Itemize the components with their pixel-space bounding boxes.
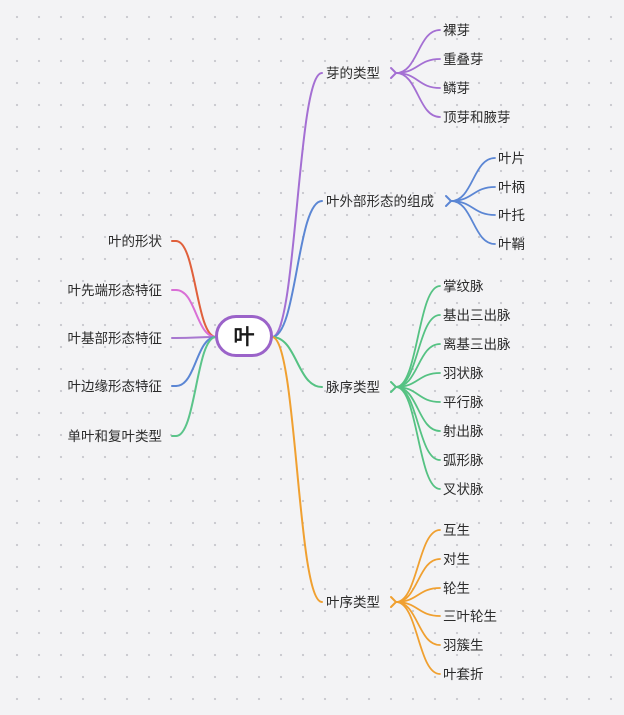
branch-hub-mark (390, 381, 398, 393)
leaf-node[interactable]: 离基三出脉 (443, 337, 511, 353)
branch-venation-types[interactable]: 脉序类型 (326, 380, 380, 396)
leaf-node[interactable]: 三叶轮生 (443, 609, 497, 625)
leaf-node[interactable]: 掌纹脉 (443, 279, 484, 295)
leaf-node[interactable]: 叶柄 (498, 180, 525, 196)
leaf-node[interactable]: 叶鞘 (498, 237, 525, 253)
root-label: 叶 (233, 325, 255, 349)
leaf-node[interactable]: 叶片 (498, 151, 525, 167)
leaf-node[interactable]: 叶套折 (443, 667, 484, 683)
left-branch-shape[interactable]: 叶的形状 (108, 234, 162, 250)
leaf-node[interactable]: 互生 (443, 523, 470, 539)
left-branch-connector (175, 240, 217, 338)
child-connector (395, 72, 441, 118)
child-connector (450, 200, 496, 245)
main-branch-connector (271, 336, 323, 388)
child-connector (395, 386, 441, 461)
child-connector (395, 529, 441, 603)
leaf-node[interactable]: 鳞芽 (443, 81, 470, 97)
left-branch-margin[interactable]: 叶边缘形态特征 (67, 379, 163, 395)
leaf-node[interactable]: 重叠芽 (443, 52, 484, 68)
leaf-node[interactable]: 叉状脉 (443, 482, 484, 498)
main-branch-connector (271, 336, 323, 603)
branch-hub-mark (390, 67, 398, 79)
child-connector (395, 314, 441, 388)
branch-hub-mark (390, 596, 398, 608)
leaf-node[interactable]: 射出脉 (443, 424, 484, 440)
leaf-node[interactable]: 轮生 (443, 581, 470, 597)
root-node[interactable]: 叶 (215, 315, 273, 357)
left-branch-compound[interactable]: 单叶和复叶类型 (67, 429, 163, 445)
left-branch-connector (175, 336, 217, 387)
left-branch-apex[interactable]: 叶先端形态特征 (67, 283, 163, 299)
branch-hub-mark (445, 195, 453, 207)
leaf-node[interactable]: 顶芽和腋芽 (443, 110, 511, 126)
left-branch-connector (175, 336, 217, 437)
child-connector (395, 386, 441, 490)
leaf-node[interactable]: 裸芽 (443, 23, 470, 39)
leaf-node[interactable]: 羽簇生 (443, 638, 484, 654)
left-branch-connector (175, 289, 217, 338)
leaf-node[interactable]: 基出三出脉 (443, 308, 511, 324)
branch-phyllotaxy-types[interactable]: 叶序类型 (326, 595, 380, 611)
branch-bud-types[interactable]: 芽的类型 (326, 66, 380, 82)
child-connector (395, 601, 441, 675)
leaf-node[interactable]: 弧形脉 (443, 453, 484, 469)
leaf-node[interactable]: 对生 (443, 552, 470, 568)
main-branch-connector (271, 200, 323, 338)
left-branch-base[interactable]: 叶基部形态特征 (67, 331, 163, 347)
leaf-node[interactable]: 平行脉 (443, 395, 484, 411)
leaf-node[interactable]: 羽状脉 (443, 366, 484, 382)
leaf-node[interactable]: 叶托 (498, 208, 525, 224)
branch-leaf-composition[interactable]: 叶外部形态的组成 (326, 194, 434, 210)
child-connector (395, 285, 441, 388)
main-branch-connector (271, 72, 323, 338)
